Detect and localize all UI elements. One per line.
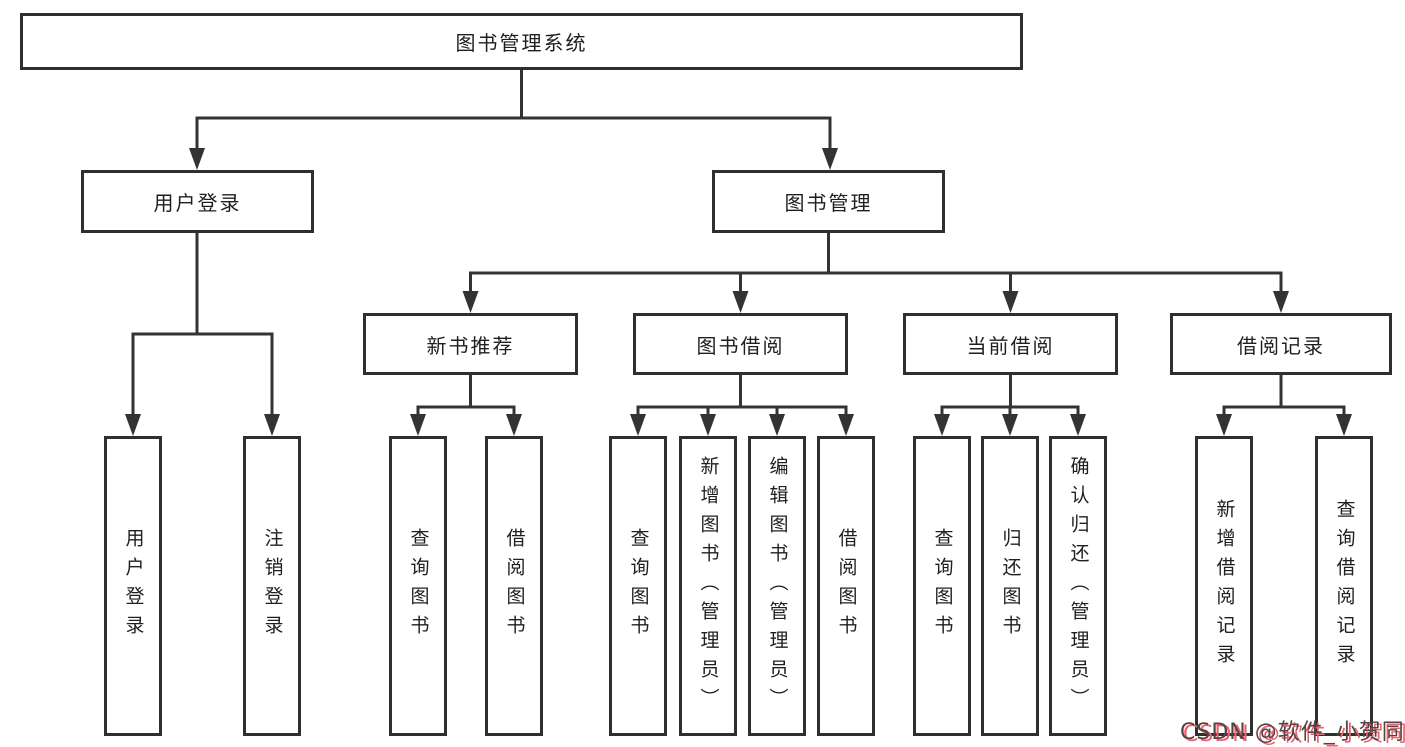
node-user-login: 用户登录 xyxy=(81,170,314,233)
node-current-borrow-label: 当前借阅 xyxy=(966,333,1055,358)
leaf-logout: 注销登录 xyxy=(243,436,301,736)
leaf-user-login-label: 用户登录 xyxy=(122,528,145,644)
leaf-add-book-admin: 新增图书（管理员） xyxy=(679,436,737,736)
leaf-query-book-recommend: 查询图书 xyxy=(389,436,447,736)
leaf-confirm-return-admin-label: 确认归还（管理员） xyxy=(1067,455,1090,717)
node-book-management: 图书管理 xyxy=(712,170,945,233)
leaf-add-borrow-record-label: 新增借阅记录 xyxy=(1213,499,1236,673)
leaf-query-book-borrow: 查询图书 xyxy=(609,436,667,736)
leaf-borrow-book: 借阅图书 xyxy=(817,436,875,736)
leaf-return-book: 归还图书 xyxy=(981,436,1039,736)
leaf-return-book-label: 归还图书 xyxy=(999,528,1022,644)
leaf-borrow-book-recommend-label: 借阅图书 xyxy=(503,528,526,644)
node-root-label: 图书管理系统 xyxy=(455,31,588,55)
node-borrow-records-label: 借阅记录 xyxy=(1237,333,1325,358)
node-book-borrow-label: 图书借阅 xyxy=(696,333,785,358)
leaf-query-book-current: 查询图书 xyxy=(913,436,971,736)
leaf-query-book-recommend-label: 查询图书 xyxy=(407,528,430,644)
leaf-borrow-book-recommend: 借阅图书 xyxy=(485,436,543,736)
leaf-edit-book-admin-label: 编辑图书（管理员） xyxy=(766,455,789,717)
leaf-query-borrow-record-label: 查询借阅记录 xyxy=(1333,499,1356,673)
leaf-query-borrow-record: 查询借阅记录 xyxy=(1315,436,1373,736)
leaf-add-borrow-record: 新增借阅记录 xyxy=(1195,436,1253,736)
node-borrow-records: 借阅记录 xyxy=(1170,313,1392,375)
leaf-query-book-current-label: 查询图书 xyxy=(931,528,954,644)
node-current-borrow: 当前借阅 xyxy=(903,313,1118,375)
node-root-system: 图书管理系统 xyxy=(20,13,1023,70)
node-new-book-recommend-label: 新书推荐 xyxy=(426,333,515,358)
leaf-logout-label: 注销登录 xyxy=(261,528,284,644)
node-book-management-label: 图书管理 xyxy=(784,191,873,215)
leaf-query-book-borrow-label: 查询图书 xyxy=(627,528,650,644)
leaf-edit-book-admin: 编辑图书（管理员） xyxy=(748,436,806,736)
node-new-book-recommend: 新书推荐 xyxy=(363,313,578,375)
node-book-borrow: 图书借阅 xyxy=(633,313,848,375)
leaf-add-book-admin-label: 新增图书（管理员） xyxy=(697,455,720,717)
leaf-confirm-return-admin: 确认归还（管理员） xyxy=(1049,436,1107,736)
watermark: CSDN @软件_小贺同学 xyxy=(1180,720,1405,745)
leaf-borrow-book-label: 借阅图书 xyxy=(835,528,858,644)
node-user-login-label: 用户登录 xyxy=(153,191,242,215)
leaf-user-login: 用户登录 xyxy=(104,436,162,736)
